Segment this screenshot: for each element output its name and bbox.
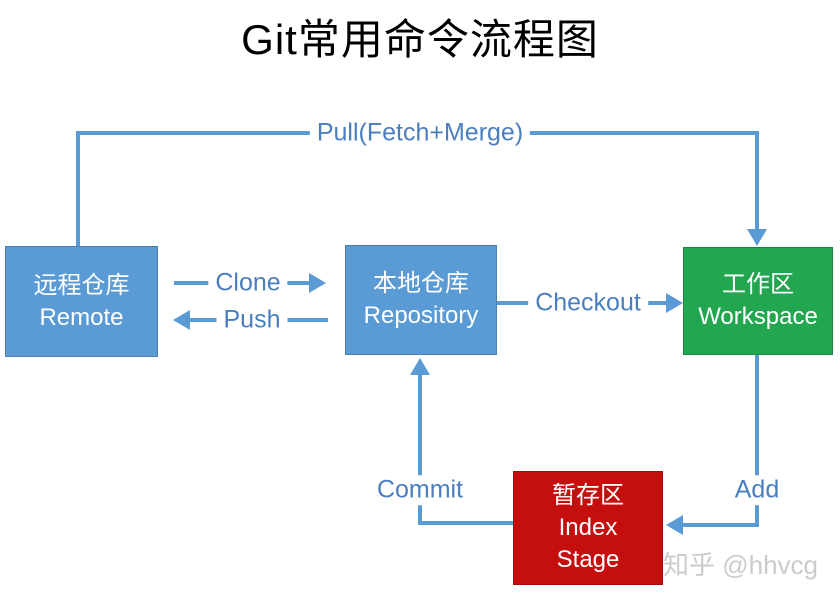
node-index-stage: 暂存区 Index Stage: [513, 471, 663, 585]
add-arrowhead-left-icon: [666, 515, 683, 535]
clone-edge-label: Clone: [208, 268, 288, 298]
node-remote-label-zh: 远程仓库: [33, 271, 130, 299]
pull-edge-left-vertical-line: [76, 131, 80, 246]
checkout-arrowhead-right-icon: [666, 293, 683, 313]
page-title: Git常用命令流程图: [241, 16, 599, 63]
push-edge-label: Push: [216, 305, 288, 335]
pull-edge-label: Pull(Fetch+Merge): [309, 118, 531, 148]
node-repository-label-zh: 本地仓库: [373, 270, 469, 298]
node-index-label-zh: 暂存区: [552, 482, 624, 510]
add-edge-label: Add: [727, 475, 787, 505]
watermark-text: 知乎 @hhvcg: [663, 550, 818, 580]
clone-arrowhead-right-icon: [309, 273, 326, 293]
add-edge-vertical-line: [755, 355, 759, 527]
node-workspace-label-en: Workspace: [698, 303, 818, 330]
commit-edge-label: Commit: [369, 475, 471, 505]
pull-arrowhead-down-icon: [747, 229, 767, 246]
node-repository-label-en: Repository: [363, 302, 479, 329]
node-repository: 本地仓库 Repository: [345, 245, 497, 355]
node-workspace-label-zh: 工作区: [722, 271, 794, 299]
commit-edge-horizontal-line: [418, 521, 513, 525]
node-remote: 远程仓库 Remote: [5, 246, 158, 357]
node-index-label-en1: Index: [558, 514, 618, 542]
node-index-label-en2: Stage: [556, 545, 620, 573]
node-remote-label-en: Remote: [39, 303, 124, 331]
checkout-edge-label: Checkout: [528, 288, 648, 318]
commit-edge-vertical-line: [418, 374, 422, 525]
commit-arrowhead-up-icon: [410, 358, 430, 375]
push-arrowhead-left-icon: [173, 310, 190, 330]
pull-edge-right-vertical-line: [755, 131, 759, 229]
add-edge-horizontal-line: [683, 523, 759, 527]
node-workspace: 工作区 Workspace: [683, 247, 833, 355]
